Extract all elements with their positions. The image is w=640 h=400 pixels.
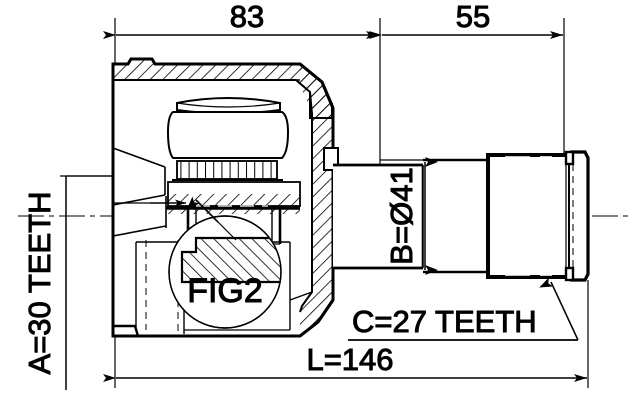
dimension-label-55: 55 — [456, 0, 490, 34]
dimension-l-length: L=146 — [103, 280, 589, 388]
dimension-label-83: 83 — [230, 0, 264, 34]
ball-spline-teeth — [172, 160, 283, 181]
dimension-label-a: A=30 TEETH — [22, 192, 57, 375]
detail-circle-fig2: FIG2 — [168, 196, 282, 329]
inner-race-section — [166, 181, 301, 214]
dimension-a-teeth: A=30 TEETH — [22, 175, 113, 390]
detail-label-fig2: FIG2 — [187, 272, 263, 310]
snap-ring-groove-top — [564, 150, 575, 166]
auxiliary-center-marks — [333, 158, 488, 274]
dimension-label-c: C=27 TEETH — [352, 304, 537, 339]
dimension-83: 83 — [103, 0, 381, 165]
dimension-b-diameter: B=Ø41 — [380, 157, 438, 275]
snap-ring-groove-bottom — [564, 266, 575, 282]
dimension-55: 55 — [369, 0, 565, 155]
dimension-c-teeth: C=27 TEETH — [348, 277, 579, 341]
dimension-label-l: L=146 — [306, 342, 393, 377]
output-shaft — [333, 150, 590, 282]
dimension-label-b: B=Ø41 — [384, 167, 419, 264]
